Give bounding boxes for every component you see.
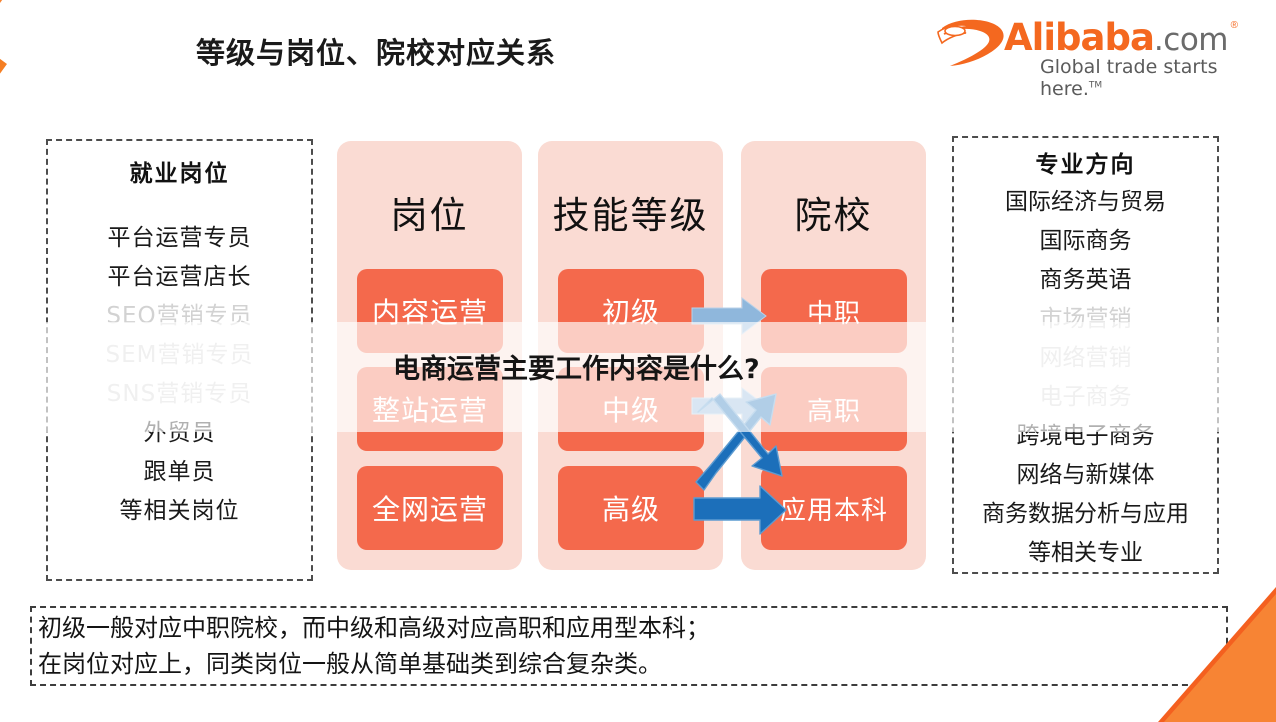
logo-brand-text: Alibaba [1004,16,1155,59]
left-panel-title: 就业岗位 [129,161,230,187]
cell-position-3: 全网运营 [357,466,503,550]
trademark-icon: TM [1088,80,1103,91]
list-item: 平台运营专员 [107,225,252,251]
logo-tagline: Global trade starts here.TM [1040,56,1260,100]
column-title: 院校 [794,194,873,237]
alibaba-wordmark: Alibaba.com® [1004,16,1238,59]
logo-tagline-text: Global trade starts here. [1040,56,1218,100]
column-title: 技能等级 [552,194,709,237]
cell-level-3: 高级 [558,466,704,550]
note-line-2: 在岗位对应上，同类岗位一般从简单基础类到综合复杂类。 [38,650,662,678]
right-panel-list: 国际经济与贸易 国际商务 商务英语 市场营销 网络营销 电子商务 跨境电子商务 … [954,183,1217,573]
right-panel-title: 专业方向 [1035,152,1136,178]
list-item: 外贸员 [143,420,216,446]
cell-position-1: 内容运营 [357,269,503,353]
cell-school-3: 应用本科 [761,466,907,550]
slide-header: 等级与岗位、院校对应关系 Alibaba.com® Global trade s… [0,0,1276,110]
alibaba-logo: Alibaba.com® Global trade starts here.TM [928,14,1260,100]
list-item: SEM营销专员 [105,342,254,368]
list-item: 电子商务 [1039,384,1132,410]
list-item: 市场营销 [1039,306,1132,332]
list-item: 网络与新媒体 [1016,462,1155,488]
list-item: 商务英语 [1039,267,1132,293]
list-item: 国际经济与贸易 [1005,189,1166,215]
list-item: 平台运营店长 [107,264,252,290]
list-item: SEO营销专员 [106,303,253,329]
list-item: 跟单员 [143,459,216,485]
column-title: 岗位 [390,194,469,237]
registered-mark-icon: ® [1230,20,1238,31]
bottom-note: 初级一般对应中职院校，而中级和高级对应高职和应用型本科； 在岗位对应上，同类岗位… [30,606,1228,686]
cell-school-1: 中职 [761,269,907,353]
note-line-1: 初级一般对应中职院校，而中级和高级对应高职和应用型本科； [38,614,710,642]
list-item: 等相关专业 [1028,540,1143,566]
logo-suffix-text: .com [1153,22,1229,58]
employment-positions-panel: 就业岗位 平台运营专员 平台运营店长 SEO营销专员 SEM营销专员 SNS营销… [46,139,313,581]
cell-level-1: 初级 [558,269,704,353]
alibaba-mark-icon [937,19,1004,66]
list-item: 商务数据分析与应用 [982,501,1189,527]
overlay-question-text: 电商运营主要工作内容是什么? [393,354,760,385]
list-item: 国际商务 [1039,228,1132,254]
page-title: 等级与岗位、院校对应关系 [196,36,557,70]
left-panel-list: 平台运营专员 平台运营店长 SEO营销专员 SEM营销专员 SNS营销专员 外贸… [48,219,311,531]
list-item: SNS营销专员 [106,381,253,407]
list-item: 跨境电子商务 [1016,423,1155,449]
list-item: 网络营销 [1039,345,1132,371]
list-item: 等相关岗位 [119,498,240,524]
